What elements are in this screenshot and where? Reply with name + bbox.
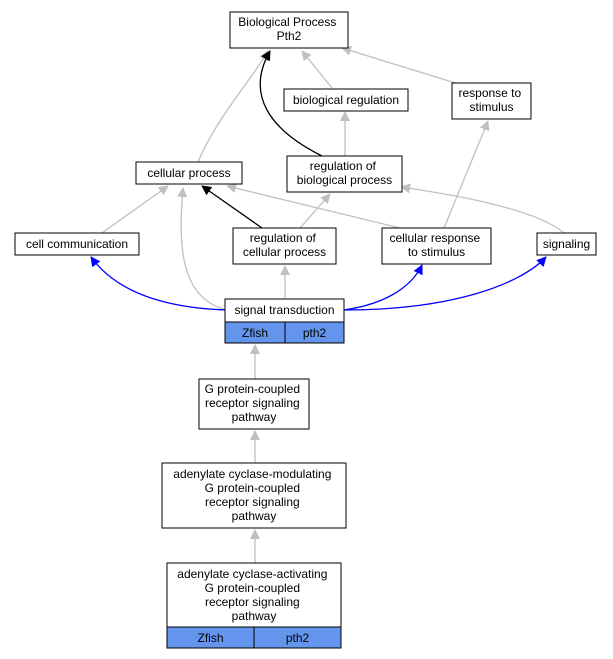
edge-sigtrans-to-cellproc [177,187,229,311]
node-label: regulation of biological process [297,159,392,187]
node-label-line: signaling [543,237,590,251]
node-cellular-response-to-stimulus[interactable]: cellular response to stimulus [381,227,492,265]
node-label: regulation of cellular process [243,231,326,259]
node-label: cellular response to stimulus [389,231,483,259]
node-label-line: regulation of [310,159,377,173]
edges [90,45,565,563]
node-regulation-of-biological-process[interactable]: regulation of biological process [286,155,403,193]
node-signaling[interactable]: signaling [536,232,597,256]
node-biological-process[interactable]: Biological Process Pth2 [229,11,349,49]
node-response-to-stimulus[interactable]: response to stimulus [451,82,532,120]
node-label-line: adenylate cyclase-modulating [173,467,331,481]
edge-sigtrans-to-signaling [343,256,547,311]
node-gpcr-signaling-pathway[interactable]: G protein-coupled receptor signaling pat… [198,378,310,430]
edge-signaling-to-regbio [400,183,565,234]
node-label-line: receptor signaling [205,595,300,609]
edge-cellcomm-to-cellproc [101,185,169,234]
node-label: adenylate cyclase-modulating G protein-c… [173,467,334,523]
node-label-line: to stimulus [408,245,465,259]
edge-cellproc-to-bp [197,50,269,163]
annotation-cell [284,321,345,344]
node-label: Biological Process Pth2 [238,15,339,43]
annotation-source-label: Zfish [197,631,223,645]
edge-cellresp-to-resp [443,120,490,229]
annotation-gene-label: pth2 [286,631,310,645]
edge-sigtrans-to-cellcomm [90,256,229,311]
node-label: biological regulation [293,93,399,107]
node-label: G protein-coupled receptor signaling pat… [205,382,304,424]
node-label: signaling [543,237,590,251]
edge-resp-to-bp [341,45,463,86]
node-regulation-of-cellular-process[interactable]: regulation of cellular process [232,227,337,265]
node-label-line: cellular process [243,245,326,259]
edge-sigtrans-to-cellresp [343,264,423,311]
node-label-line: pathway [232,410,277,424]
node-label-line: G protein-coupled [205,581,300,595]
node-label-line: receptor signaling [205,396,300,410]
node-label: signal transduction [234,303,334,317]
edge-cellresp-to-cellproc [226,183,401,229]
annotation-source-label: Zfish [242,326,268,340]
node-label-line: Biological Process [238,15,336,29]
node-adenylate-cyclase-modulating[interactable]: adenylate cyclase-modulating G protein-c… [161,462,347,529]
node-label-line: cell communication [26,237,128,251]
nodes: Biological Process Pth2 biological regul… [14,11,597,649]
node-label-line: cellular response [389,231,480,245]
edge-regcell-to-cellproc [201,185,263,229]
node-label-line: response to [458,86,521,100]
annotation-cell [253,626,342,649]
node-label-line: pathway [232,509,277,523]
node-label-line: G protein-coupled [205,481,300,495]
edge-bioreg-to-bp [301,50,333,89]
node-label-line: biological process [297,173,392,187]
node-cell-communication[interactable]: cell communication [14,232,140,256]
node-label: response to stimulus [458,86,524,114]
node-label-line: cellular process [147,166,230,180]
node-label-line: Pth2 [277,29,302,43]
edge-regbio-to-bp [259,50,323,157]
node-label-line: adenylate cyclase-activating [177,567,327,581]
node-label-line: G protein-coupled [205,382,300,396]
annotation-gene-label: pth2 [303,326,327,340]
node-label-line: regulation of [250,231,317,245]
node-adenylate-cyclase-activating[interactable]: adenylate cyclase-activating G protein-c… [166,562,342,649]
node-cellular-process[interactable]: cellular process [135,161,243,185]
node-label-line: biological regulation [293,93,399,107]
node-label-line: stimulus [469,100,513,114]
node-label: cellular process [147,166,230,180]
node-biological-regulation[interactable]: biological regulation [283,88,409,112]
node-signal-transduction[interactable]: signal transduction Zfish pth2 [224,298,345,344]
node-label-line: signal transduction [234,303,334,317]
node-label: adenylate cyclase-activating G protein-c… [177,567,330,623]
node-label-line: receptor signaling [205,495,300,509]
node-label-line: pathway [232,609,277,623]
edge-regcell-to-regbio [299,193,331,229]
node-label: cell communication [26,237,128,251]
